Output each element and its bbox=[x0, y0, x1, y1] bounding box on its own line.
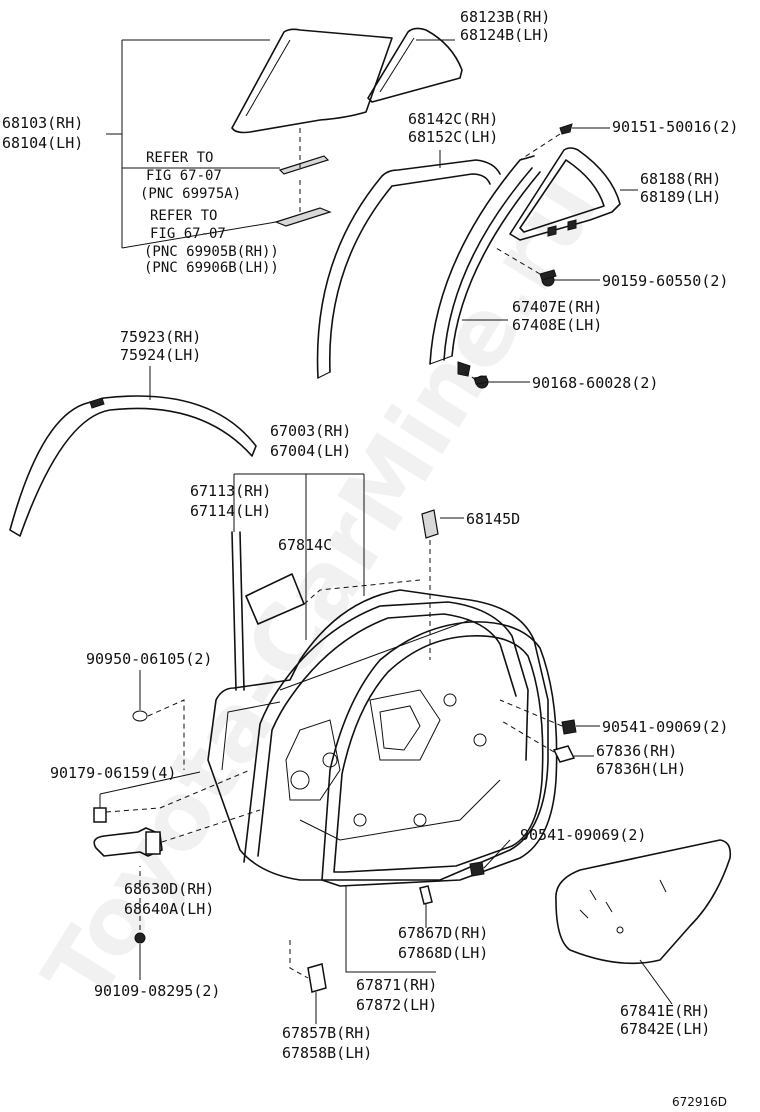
label-68123B-rh: 68123B(RH) bbox=[460, 8, 550, 26]
quarter-window-glass bbox=[367, 27, 463, 103]
quarter-window-assy bbox=[509, 147, 621, 241]
label-90151: 90151-50016(2) bbox=[612, 118, 738, 136]
clip-90541-upper bbox=[561, 719, 577, 735]
label-67841E-rh: 67841E(RH) bbox=[620, 1002, 710, 1020]
label-90168: 90168-60028(2) bbox=[532, 374, 658, 392]
refer1-line2: FIG 67-07 bbox=[146, 168, 222, 184]
label-75923-rh: 75923(RH) bbox=[120, 328, 201, 346]
label-67872-lh: 67872(LH) bbox=[356, 996, 437, 1014]
label-67407E-rh: 67407E(RH) bbox=[512, 298, 602, 316]
label-67113-rh: 67113(RH) bbox=[190, 482, 271, 500]
label-67114-lh: 67114(LH) bbox=[190, 502, 271, 520]
center-sash-channel bbox=[429, 155, 541, 377]
leader-lines bbox=[99, 39, 673, 1024]
label-67842E-lh: 67842E(LH) bbox=[620, 1020, 710, 1038]
label-68104-lh: 68104(LH) bbox=[2, 134, 83, 152]
rear-door-inner-frame bbox=[243, 601, 529, 863]
figure-code: 672916D bbox=[672, 1095, 727, 1109]
window-frame-moulding bbox=[316, 159, 501, 379]
label-67836-rh: 67836(RH) bbox=[596, 742, 677, 760]
label-68142C-rh: 68142C(RH) bbox=[408, 110, 498, 128]
door-weatherstrip bbox=[321, 621, 558, 887]
label-90541-upper: 90541-09069(2) bbox=[602, 718, 728, 736]
label-90159: 90159-60550(2) bbox=[602, 272, 728, 290]
rear-door-panel bbox=[207, 589, 549, 881]
label-68124B-lh: 68124B(LH) bbox=[460, 26, 550, 44]
refer1-line1: REFER TO bbox=[146, 150, 213, 166]
label-67408E-lh: 67408E(LH) bbox=[512, 316, 602, 334]
label-90950: 90950-06105(2) bbox=[86, 650, 212, 668]
screw-90109 bbox=[134, 932, 146, 944]
refer2-line1: REFER TO bbox=[150, 208, 217, 224]
clip-90541-lower bbox=[469, 861, 485, 877]
watermark: Toyota-CarMine.ru bbox=[23, 157, 619, 1022]
label-67004-lh: 67004(LH) bbox=[270, 442, 351, 460]
label-90179: 90179-06159(4) bbox=[50, 764, 176, 782]
bolt-90179 bbox=[93, 794, 107, 823]
label-67867D-rh: 67867D(RH) bbox=[398, 924, 488, 942]
label-68189-lh: 68189(LH) bbox=[640, 188, 721, 206]
label-90109: 90109-08295(2) bbox=[94, 982, 220, 1000]
label-67871-rh: 67871(RH) bbox=[356, 976, 437, 994]
clip-68145D bbox=[421, 509, 439, 539]
label-67814C: 67814C bbox=[278, 536, 332, 554]
label-68188-rh: 68188(RH) bbox=[640, 170, 721, 188]
part-67836 bbox=[552, 745, 576, 763]
label-67868D-lh: 67868D(LH) bbox=[398, 944, 488, 962]
door-glass-run bbox=[231, 531, 245, 691]
label-67857B-rh: 67857B(RH) bbox=[282, 1024, 372, 1042]
label-68152C-lh: 68152C(LH) bbox=[408, 128, 498, 146]
glass-channel-bracket bbox=[274, 207, 332, 227]
label-68145D: 68145D bbox=[466, 510, 520, 528]
label-68103-rh: 68103(RH) bbox=[2, 114, 83, 132]
wheel-arch-moulding bbox=[9, 395, 257, 537]
label-67003-rh: 67003(RH) bbox=[270, 422, 351, 440]
label-68640A-lh: 68640A(LH) bbox=[124, 900, 214, 918]
glass-run-channel-strip bbox=[278, 155, 330, 175]
label-75924-lh: 75924(LH) bbox=[120, 346, 201, 364]
screw-90151 bbox=[559, 123, 573, 135]
refer2-line3: (PNC 69905B(RH)) bbox=[144, 244, 279, 260]
part-67857B bbox=[307, 963, 327, 993]
service-hole-cover bbox=[555, 839, 732, 965]
door-glass bbox=[231, 28, 393, 134]
door-hinge bbox=[93, 827, 163, 857]
label-67836H-lh: 67836H(LH) bbox=[596, 760, 686, 778]
part-labels: 68123B(RH) 68124B(LH) 68103(RH) 68104(LH… bbox=[2, 8, 738, 1109]
plug-90950 bbox=[132, 710, 148, 722]
label-67858B-lh: 67858B(LH) bbox=[282, 1044, 372, 1062]
refer2-line2: FIG 67-07 bbox=[150, 226, 226, 242]
label-90541-lower: 90541-09069(2) bbox=[520, 826, 646, 844]
label-68630D-rh: 68630D(RH) bbox=[124, 880, 214, 898]
refer1-line3: (PNC 69975A) bbox=[140, 186, 241, 202]
clip-67867D bbox=[419, 885, 433, 905]
refer2-line4: (PNC 69906B(LH)) bbox=[144, 260, 279, 276]
